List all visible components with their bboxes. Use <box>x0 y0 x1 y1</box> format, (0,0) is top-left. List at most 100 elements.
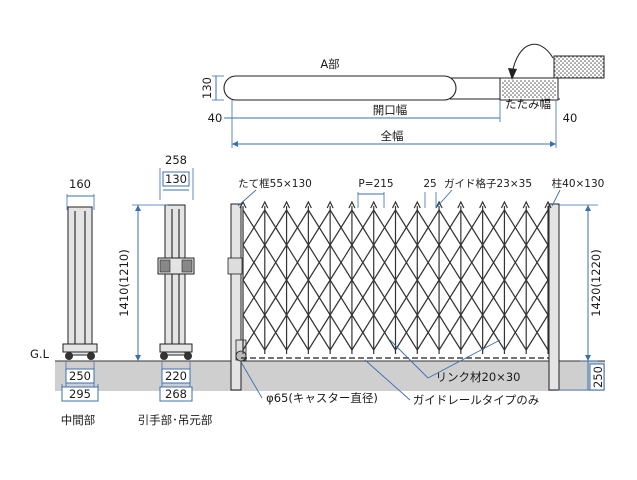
link-member <box>351 209 375 246</box>
link-member <box>438 314 462 351</box>
link-member <box>264 244 288 281</box>
ground-band <box>55 361 605 391</box>
guide-bar-cap <box>348 200 356 209</box>
guide-rail-note-label: ガイドレールタイプのみ <box>413 393 540 407</box>
link-member <box>525 209 549 246</box>
swing-arrowhead <box>508 68 517 80</box>
link-member <box>525 244 549 281</box>
link-member <box>373 279 397 316</box>
guide-bar-cap <box>522 200 530 209</box>
link-member <box>482 314 505 351</box>
handle-width-top-outer-label: 258 <box>165 153 187 167</box>
intermediate-base-inner-label: 250 <box>69 369 91 383</box>
section-a-label: A部 <box>320 57 339 71</box>
link-member <box>438 279 462 316</box>
handle-height-label: 1410(1210) <box>117 249 131 317</box>
link-member <box>307 314 331 351</box>
link-member <box>373 314 397 351</box>
intermediate-base-outer-label: 295 <box>69 387 91 401</box>
guide-bar-cap <box>326 200 334 209</box>
lattice-group <box>239 200 552 354</box>
plan-gate-body <box>223 75 457 101</box>
folded-width-label: たたみ幅 <box>505 97 551 111</box>
link-member <box>394 279 418 316</box>
guide-bar-cap <box>391 200 400 209</box>
intermediate-width-top-label: 160 <box>69 177 91 191</box>
left-gap-label: 40 <box>208 111 223 125</box>
plan-thickness-label: 130 <box>200 77 214 99</box>
link-member <box>503 314 527 351</box>
handle-width-top-inner-label: 130 <box>165 172 187 186</box>
link-member <box>460 244 484 281</box>
guide-bar-cap <box>479 200 487 209</box>
link-member <box>242 279 266 316</box>
link-member <box>394 244 418 281</box>
link-member <box>503 209 527 246</box>
link-member <box>416 209 440 246</box>
guide-bar-cap <box>413 200 421 209</box>
gate-elevation: たて框55×130 P=215 25 ガイド格子23×35 柱40×130 14… <box>227 177 605 407</box>
link-member <box>264 314 288 351</box>
guide-bar-cap <box>435 200 443 209</box>
overall-width-label: 全幅 <box>381 129 404 143</box>
intermediate-caption: 中間部 <box>61 413 96 427</box>
link-member <box>351 314 375 351</box>
handle-base-inner-label: 220 <box>165 369 187 383</box>
link-member <box>482 244 505 281</box>
link-member <box>438 244 462 281</box>
link-member <box>286 279 309 316</box>
left-vertical-frame <box>230 203 242 391</box>
ground-label: G.L <box>30 347 50 361</box>
pillar-label: 柱40×130 <box>552 177 605 190</box>
link-member <box>394 209 418 246</box>
link-member <box>460 279 484 316</box>
link-member <box>329 279 353 316</box>
guide-bar-cap <box>304 200 312 209</box>
link-member <box>460 314 484 351</box>
link-member <box>264 279 288 316</box>
link-member <box>286 314 309 351</box>
link-member <box>242 244 266 281</box>
pitch-label: P=215 <box>358 178 393 190</box>
link-member <box>286 244 309 281</box>
guide-bar-cap <box>370 200 378 209</box>
right-gap-label: 40 <box>563 111 578 125</box>
link-member <box>307 209 331 246</box>
link-member <box>329 314 353 351</box>
link-member <box>503 244 527 281</box>
handle-base-outer-label: 268 <box>165 387 187 401</box>
guide-bar-cap <box>544 200 552 209</box>
guide-bar-label: ガイド格子23×35 <box>444 177 532 190</box>
plan-wall-block <box>553 55 605 79</box>
link-member <box>482 279 505 316</box>
link-member <box>242 209 266 246</box>
link-member <box>373 244 397 281</box>
embed-depth-label: 250 <box>591 366 605 388</box>
link-member <box>373 209 397 246</box>
link-member <box>438 209 462 246</box>
link-member <box>351 279 375 316</box>
link-member <box>329 244 353 281</box>
link-member <box>482 209 505 246</box>
link-member <box>242 314 266 351</box>
top-plan-view: 130 A部 開口幅 たたみ幅 40 40 全幅 <box>200 43 605 148</box>
intermediate-post: 160 250 295 中間部 <box>61 177 99 427</box>
vertical-frame-label: たて框55×130 <box>238 177 312 190</box>
guide-bar-cap <box>261 200 269 209</box>
link-member <box>286 209 309 246</box>
handle-caption: 引手部･吊元部 <box>138 413 213 427</box>
link-member <box>416 244 440 281</box>
guide-bar-cap <box>283 200 291 209</box>
link-member <box>307 244 331 281</box>
link-member <box>416 279 440 316</box>
handle-post: 258 130 1410(1210) 220 268 引手部･吊元部 <box>117 153 212 427</box>
link-member <box>329 209 353 246</box>
link-member <box>525 279 549 316</box>
link-member <box>525 314 549 351</box>
plan-folded-hatch <box>502 80 556 98</box>
elevation-height-label: 1420(1220) <box>589 249 603 317</box>
right-pillar <box>548 203 560 391</box>
guide-offset-label: 25 <box>423 178 436 190</box>
link-member <box>460 209 484 246</box>
